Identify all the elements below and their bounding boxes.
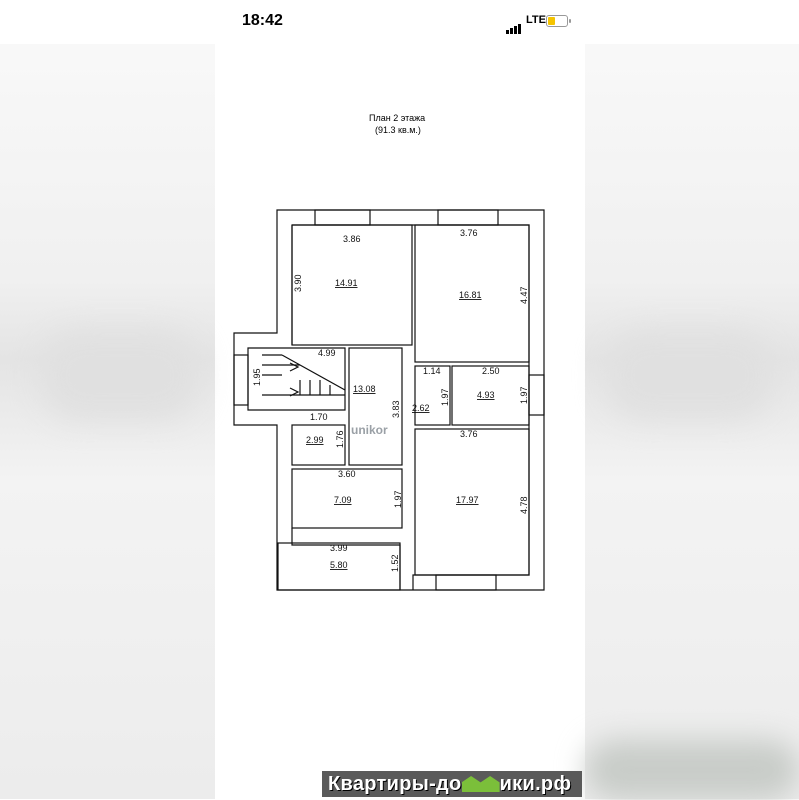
dim: 3.83 bbox=[391, 400, 401, 418]
watermark-text-start: Квартиры-до bbox=[328, 773, 462, 795]
dim: 3.90 bbox=[293, 274, 303, 292]
dim: 1.76 bbox=[335, 430, 345, 448]
plan-title: План 2 этажа (91.3 кв.м.) bbox=[369, 112, 425, 136]
blurred-background-right bbox=[585, 0, 799, 800]
area-room-6: 2.99 bbox=[306, 435, 324, 445]
dim: 4.47 bbox=[519, 286, 529, 304]
dim: 3.76 bbox=[460, 429, 478, 439]
dim: 3.86 bbox=[343, 234, 361, 244]
clock: 18:42 bbox=[242, 12, 283, 29]
plan-title-text: План 2 этажа bbox=[369, 113, 426, 123]
dim: 2.50 bbox=[482, 366, 500, 376]
dim: 1.97 bbox=[440, 388, 450, 406]
balcony bbox=[277, 542, 401, 591]
window bbox=[233, 354, 249, 406]
stair-arrow-icon bbox=[289, 362, 300, 397]
window bbox=[437, 209, 499, 226]
room-7 bbox=[291, 468, 403, 529]
dim: 1.14 bbox=[423, 366, 441, 376]
inner-wall-outline bbox=[291, 224, 530, 590]
outer-wall bbox=[233, 209, 545, 591]
house-logo-icon bbox=[461, 776, 500, 792]
dim: 3.99 bbox=[330, 543, 348, 553]
dim: 1.52 bbox=[390, 554, 400, 572]
area-room-5: 4.93 bbox=[477, 390, 495, 400]
watermark-text-end: ики.рф bbox=[499, 773, 572, 795]
area-corridor: 2.62 bbox=[412, 403, 430, 413]
dim: 1.70 bbox=[310, 412, 328, 422]
dim: 4.78 bbox=[519, 496, 529, 514]
dim: 3.60 bbox=[338, 469, 356, 479]
footer-watermark-logo: Квартиры-до ики.рф bbox=[322, 771, 582, 797]
window bbox=[435, 574, 497, 591]
status-bar: 18:42 LTE bbox=[0, 0, 799, 44]
area-room-8: 17.97 bbox=[456, 495, 479, 505]
corridor bbox=[414, 365, 451, 426]
dim: 3.76 bbox=[460, 228, 478, 238]
dim: 1.97 bbox=[519, 386, 529, 404]
blurred-background-left bbox=[0, 0, 215, 799]
area-hall: 13.08 bbox=[353, 384, 376, 394]
dim: 4.99 bbox=[318, 348, 336, 358]
signal-icon bbox=[506, 16, 522, 34]
hall bbox=[348, 347, 403, 466]
dim: 1.97 bbox=[393, 490, 403, 508]
area-room-1: 14.91 bbox=[335, 278, 358, 288]
unikor-watermark: unikor bbox=[351, 423, 388, 437]
stairs bbox=[262, 354, 346, 396]
area-room-7: 7.09 bbox=[334, 495, 352, 505]
room-6 bbox=[291, 424, 346, 466]
room-area-labels: 14.91 16.81 13.08 2.62 4.93 2.99 7.09 17… bbox=[306, 278, 495, 570]
battery-icon bbox=[546, 15, 571, 27]
dimension-labels: 3.86 3.90 3.76 4.47 4.99 1.95 1.14 1.97 … bbox=[252, 228, 529, 572]
area-balcony: 5.80 bbox=[330, 560, 348, 570]
network-type: LTE bbox=[526, 14, 546, 26]
dim: 1.95 bbox=[252, 368, 262, 386]
window bbox=[528, 374, 545, 416]
area-room-2: 16.81 bbox=[459, 290, 482, 300]
plan-area: (91.3 кв.м.) bbox=[375, 125, 421, 135]
window bbox=[314, 209, 371, 226]
